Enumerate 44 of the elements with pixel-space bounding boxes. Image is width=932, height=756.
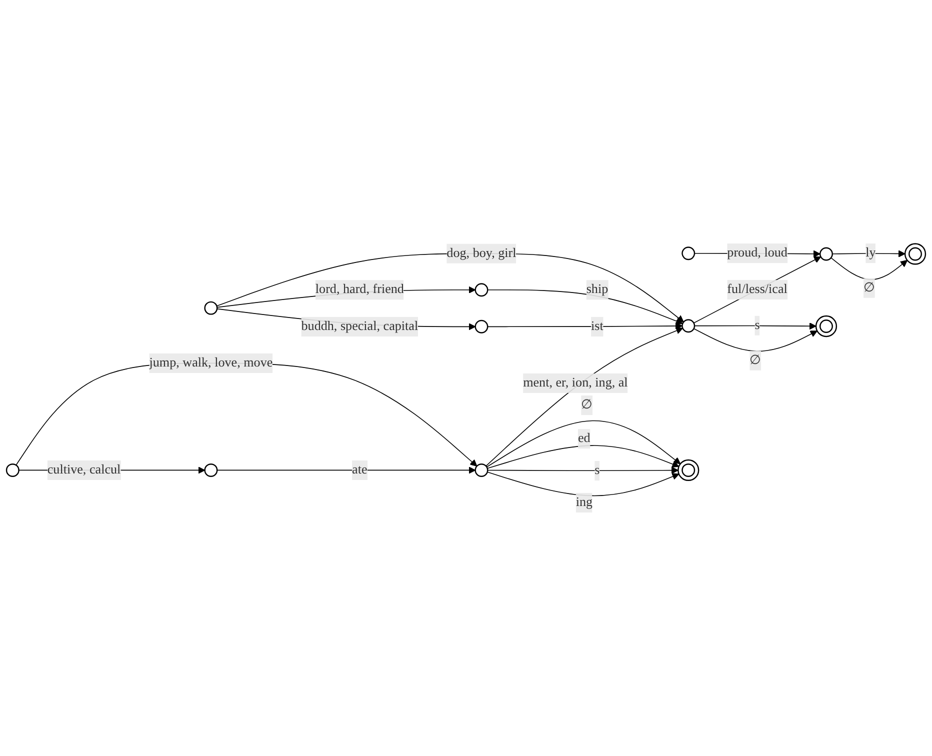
arrow xyxy=(487,322,683,330)
node-circle xyxy=(6,463,20,477)
arrow xyxy=(830,257,908,280)
arrow xyxy=(487,290,683,325)
arrow xyxy=(487,466,678,474)
arrow xyxy=(486,327,684,466)
edge-label: ly xyxy=(866,246,876,260)
edge-label: s xyxy=(594,463,600,478)
arrow xyxy=(486,445,680,469)
edge-label: proud, loud xyxy=(727,246,788,260)
edge-label: cultive, calcul xyxy=(47,462,121,477)
arrow xyxy=(486,472,680,496)
arrow xyxy=(832,250,906,258)
node-circle xyxy=(682,246,696,260)
edge-label: ∅ xyxy=(863,280,875,295)
edge-label: ship xyxy=(586,282,608,296)
node-circle xyxy=(474,463,488,477)
edge-label: ed xyxy=(578,432,590,446)
edge-label: buddh, special, capital xyxy=(301,319,418,334)
arrow xyxy=(693,256,822,324)
edge-label: ing xyxy=(576,495,593,510)
node-circle xyxy=(204,301,218,315)
arrow xyxy=(216,466,476,474)
arrow xyxy=(693,328,818,352)
node-circle xyxy=(204,463,218,477)
edge-label: ate xyxy=(352,462,368,477)
edge-label: ist xyxy=(591,319,604,334)
arrow xyxy=(486,420,681,468)
edge-label: dog, boy, girl xyxy=(446,246,516,260)
edge-label: s xyxy=(754,318,760,332)
edge-label: ∅ xyxy=(581,398,593,412)
node-circle xyxy=(474,283,488,297)
node-doublecircle xyxy=(904,243,926,265)
node-circle xyxy=(819,247,833,261)
edge-label: ful/less/ical xyxy=(727,282,788,296)
edge-label: ∅ xyxy=(750,353,762,368)
edge-label: jump, walk, love, move xyxy=(149,356,273,370)
arrow xyxy=(694,322,816,330)
node-circle xyxy=(682,319,696,333)
node-circle xyxy=(474,320,488,334)
node-doublecircle xyxy=(815,315,838,338)
edge-label: ment, er, ion, ing, al xyxy=(523,376,628,390)
node-doublecircle xyxy=(678,459,700,482)
edge-label: lord, hard, friend xyxy=(315,282,404,296)
